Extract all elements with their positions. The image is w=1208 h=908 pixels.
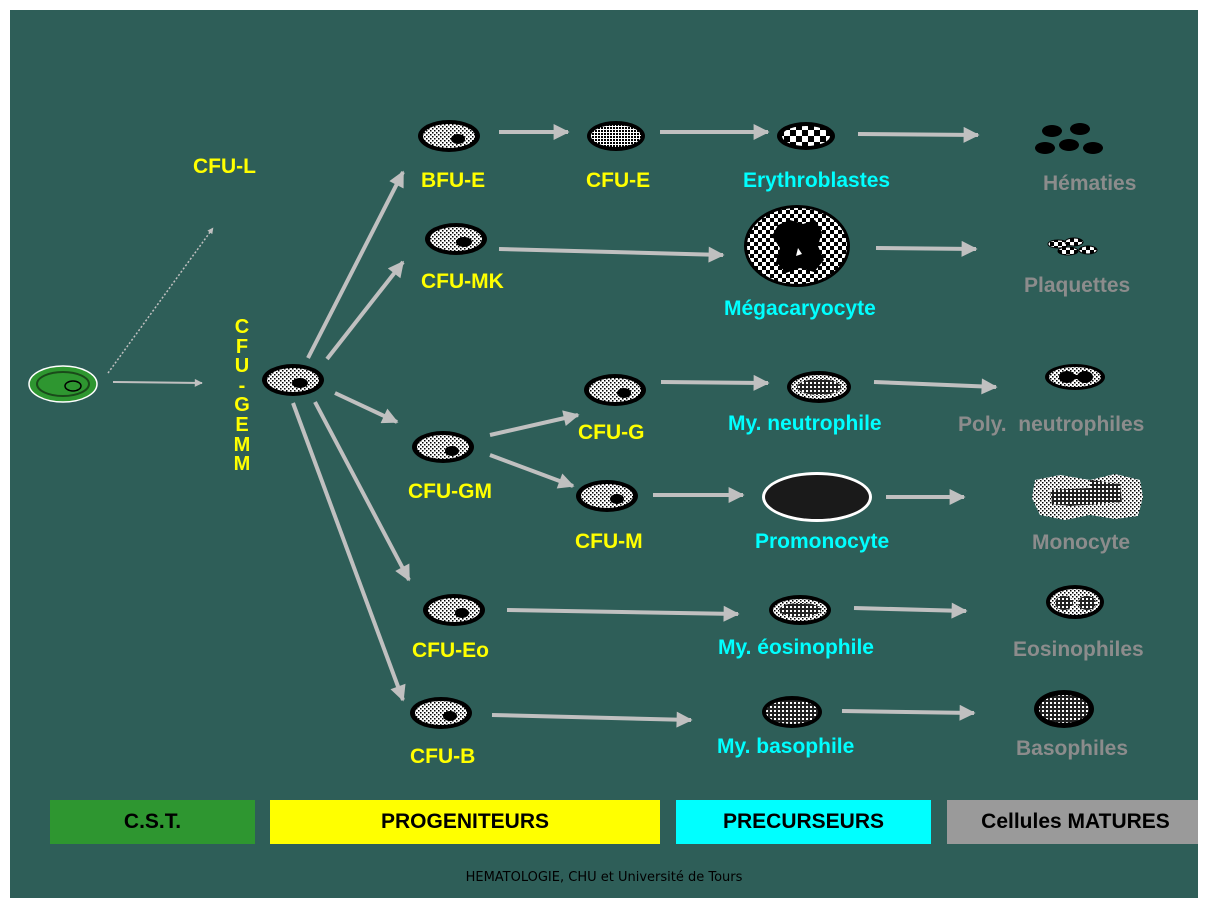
label-erythroblastes: Erythroblastes <box>743 169 891 192</box>
arrow-cfu-eo-to-my-eosinophile <box>506 605 740 622</box>
cfu-gemm-letter: M <box>233 433 251 456</box>
label-eosinophiles: Eosinophiles <box>1013 638 1144 661</box>
cfu-mk-cell <box>425 223 487 255</box>
label-poly-neutrophiles: Poly. neutrophiles <box>958 413 1145 436</box>
label-cfu-l: CFU-L <box>193 155 256 178</box>
arrow-my-basophile-to-basophile <box>841 704 976 721</box>
cfu-gm-cell <box>412 431 474 463</box>
legend-precurseurs-label: PRECURSEURS <box>722 810 885 833</box>
arrow-gemm-to-cfu-mk <box>325 260 405 361</box>
arrow-gemm-to-cfu-eo <box>313 401 411 582</box>
hematopoiesis-diagram: CFU-L C F U - G E M M BFU-E CFU-E Erythr… <box>10 10 1198 898</box>
label-my-eosinophile: My. éosinophile <box>718 636 874 659</box>
bfu-e-cell <box>418 120 480 152</box>
monocyte-cell <box>1032 474 1143 520</box>
arrow-cfu-b-to-my-basophile <box>491 711 693 728</box>
eosinophile-cell <box>1046 585 1104 619</box>
legend-progeniteurs-label: PROGENITEURS <box>380 810 550 833</box>
label-monocyte: Monocyte <box>1032 531 1131 554</box>
label-bfu-e: BFU-E <box>421 169 486 192</box>
my-basophile-cell <box>762 696 822 728</box>
cfu-m-cell <box>576 480 638 512</box>
legend-cst-label: C.S.T. <box>123 810 182 833</box>
cfu-gemm-letter: G <box>234 394 250 417</box>
hematies-cells <box>1035 123 1103 154</box>
arrow-stem-to-cfu-gemm <box>112 378 203 387</box>
cfu-eo-cell <box>423 594 485 626</box>
cfu-gemm-cell <box>262 364 324 396</box>
label-hematies: Hématies <box>1043 172 1137 195</box>
arrow-cfu-mk-to-megacaryocyte <box>498 246 725 263</box>
label-cfu-e: CFU-E <box>586 169 651 192</box>
cfu-gemm-letter: M <box>233 453 251 476</box>
cfu-e-cell <box>587 121 645 151</box>
cfu-g-cell <box>584 374 646 406</box>
cfu-gemm-letter: U <box>234 355 250 378</box>
footer-credit: HEMATOLOGIE, CHU et Université de Tours <box>465 870 743 885</box>
arrow-erythroblaste-to-hematie <box>857 126 980 143</box>
promonocyte-cell <box>762 472 872 522</box>
legend-progeniteurs: PROGENITEURS <box>270 800 660 844</box>
label-cfu-gemm: C F U - G E M M <box>231 316 253 476</box>
arrow-gemm-to-cfu-gm <box>334 391 399 424</box>
my-neutrophile-cell <box>787 371 851 403</box>
arrows <box>107 124 998 728</box>
label-cfu-m: CFU-M <box>575 530 643 553</box>
label-cfu-g: CFU-G <box>578 421 645 444</box>
label-my-neutrophile: My. neutrophile <box>728 412 882 435</box>
megacaryocyte-cell <box>744 205 850 287</box>
cfu-gemm-letter: - <box>238 374 246 397</box>
arrow-my-eosinophile-to-eosinophile <box>853 602 968 619</box>
label-cfu-eo: CFU-Eo <box>412 639 489 662</box>
legend-matures-label: Cellules MATURES <box>981 810 1170 833</box>
label-basophiles: Basophiles <box>1016 737 1129 760</box>
label-my-basophile: My. basophile <box>717 735 855 758</box>
arrow-cfu-g-to-my-neutrophile <box>660 374 770 391</box>
arrow-gemm-to-cfu-b <box>291 402 406 702</box>
arrow-gemm-to-bfu-e <box>306 170 405 359</box>
arrow-cfu-gm-to-cfu-g <box>489 410 580 437</box>
label-megacaryocyte: Mégacaryocyte <box>724 297 876 320</box>
cfu-gemm-letter: E <box>235 413 249 436</box>
legend-cst: C.S.T. <box>50 800 255 844</box>
legend-matures: Cellules MATURES <box>947 800 1198 844</box>
cfu-gemm-letter: F <box>235 335 249 358</box>
label-cfu-gm: CFU-GM <box>408 480 492 503</box>
legend-precurseurs: PRECURSEURS <box>676 800 931 844</box>
diagram-canvas <box>28 120 1143 729</box>
arrow-cfu-gm-to-cfu-m <box>489 453 575 489</box>
arrow-my-neutrophile-to-poly <box>873 378 998 395</box>
basophile-cell <box>1034 690 1094 728</box>
plaquettes-cells <box>1047 237 1098 256</box>
label-cfu-mk: CFU-MK <box>421 270 504 293</box>
erythroblaste-cell <box>777 122 835 150</box>
poly-neutrophile-cell <box>1045 364 1105 390</box>
label-promonocyte: Promonocyte <box>755 530 890 553</box>
cfu-gemm-letter: C <box>234 316 250 338</box>
arrow-megacaryocyte-to-plaquette <box>875 240 978 257</box>
my-eosinophile-cell <box>769 595 831 625</box>
cfu-b-cell <box>410 697 472 729</box>
label-plaquettes: Plaquettes <box>1024 274 1131 297</box>
stem-cell <box>28 365 98 403</box>
arrow-stem-to-cfu-l <box>107 227 214 374</box>
label-cfu-b: CFU-B <box>410 745 476 768</box>
